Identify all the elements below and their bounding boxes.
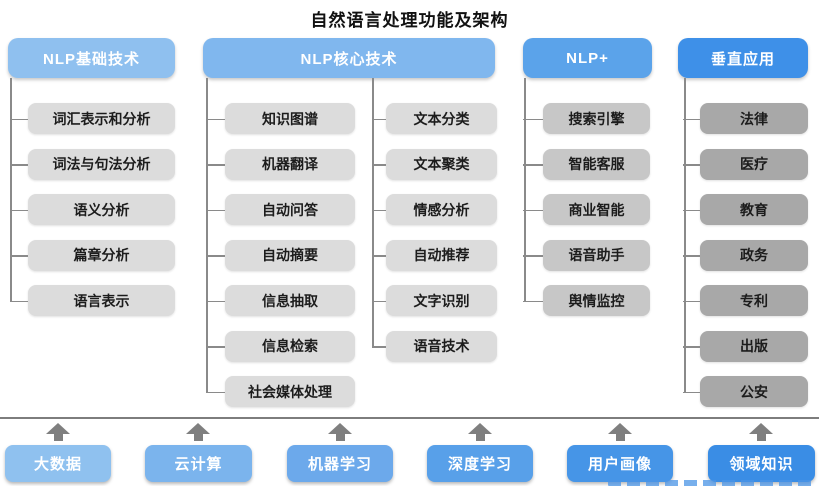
basic-item: 语义分析 bbox=[10, 194, 175, 225]
up-arrow-icon bbox=[328, 423, 352, 442]
core-item: 机器翻译 bbox=[206, 148, 355, 180]
foundation-box: 领域知识 bbox=[708, 445, 815, 482]
nlp-plus-item: 语音助手 bbox=[523, 239, 650, 271]
core-item: 社会媒体处理 bbox=[206, 376, 355, 407]
vertical-item: 出版 bbox=[683, 330, 808, 362]
core-item: 情感分析 bbox=[372, 194, 497, 225]
foundation-box: 用户画像 bbox=[567, 445, 673, 482]
vertical-item: 法律 bbox=[683, 103, 808, 134]
core-item: 文本聚类 bbox=[372, 148, 497, 180]
core-item: 语音技术 bbox=[372, 330, 497, 362]
core-item: 自动推荐 bbox=[372, 239, 497, 271]
core-item: 文字识别 bbox=[372, 285, 497, 316]
nlp-plus-item-list: 搜索引擎 智能客服 商业智能 语音助手 舆情监控 bbox=[523, 103, 650, 316]
vertical-apps-item-list: 法律 医疗 教育 政务 专利 出版 公安 bbox=[683, 103, 808, 407]
core-item: 知识图谱 bbox=[206, 103, 355, 134]
column-header-nlp-plus: NLP+ bbox=[523, 38, 652, 78]
foundation-box: 大数据 bbox=[5, 445, 111, 482]
watermark-partial bbox=[608, 480, 813, 486]
foundation-divider-line bbox=[0, 417, 819, 419]
connector-line bbox=[372, 78, 374, 346]
nlp-core-right-item-list: 文本分类 文本聚类 情感分析 自动推荐 文字识别 语音技术 bbox=[372, 103, 497, 362]
up-arrow-icon bbox=[46, 423, 70, 442]
foundation-box: 机器学习 bbox=[287, 445, 393, 482]
core-item: 信息检索 bbox=[206, 330, 355, 362]
vertical-item: 专利 bbox=[683, 285, 808, 316]
column-header-nlp-basic: NLP基础技术 bbox=[8, 38, 175, 78]
core-item: 自动问答 bbox=[206, 194, 355, 225]
core-item: 文本分类 bbox=[372, 103, 497, 134]
basic-item: 篇章分析 bbox=[10, 239, 175, 271]
nlp-core-left-item-list: 知识图谱 机器翻译 自动问答 自动摘要 信息抽取 信息检索 社会媒体处理 bbox=[206, 103, 355, 407]
nlp-plus-item: 搜索引擎 bbox=[523, 103, 650, 134]
up-arrow-icon bbox=[186, 423, 210, 442]
basic-item: 语言表示 bbox=[10, 285, 175, 316]
vertical-item: 教育 bbox=[683, 194, 808, 225]
foundation-box: 云计算 bbox=[145, 445, 252, 482]
core-item: 信息抽取 bbox=[206, 285, 355, 316]
vertical-item: 医疗 bbox=[683, 148, 808, 180]
nlp-plus-item: 舆情监控 bbox=[523, 285, 650, 316]
column-header-vertical-apps: 垂直应用 bbox=[678, 38, 808, 78]
nlp-plus-item: 智能客服 bbox=[523, 148, 650, 180]
up-arrow-icon bbox=[468, 423, 492, 442]
nlp-plus-item: 商业智能 bbox=[523, 194, 650, 225]
connector-line bbox=[684, 78, 686, 392]
basic-item: 词汇表示和分析 bbox=[10, 103, 175, 134]
core-item: 自动摘要 bbox=[206, 239, 355, 271]
connector-line bbox=[524, 78, 526, 301]
column-header-nlp-core: NLP核心技术 bbox=[203, 38, 495, 78]
up-arrow-icon bbox=[749, 423, 773, 442]
vertical-item: 政务 bbox=[683, 239, 808, 271]
page-title: 自然语言处理功能及架构 bbox=[310, 11, 509, 30]
vertical-item: 公安 bbox=[683, 376, 808, 407]
connector-line bbox=[10, 78, 12, 301]
basic-item: 词法与句法分析 bbox=[10, 148, 175, 180]
connector-line bbox=[206, 78, 208, 392]
up-arrow-icon bbox=[608, 423, 632, 442]
nlp-basic-item-list: 词汇表示和分析 词法与句法分析 语义分析 篇章分析 语言表示 bbox=[10, 103, 175, 316]
foundation-box: 深度学习 bbox=[427, 445, 533, 482]
